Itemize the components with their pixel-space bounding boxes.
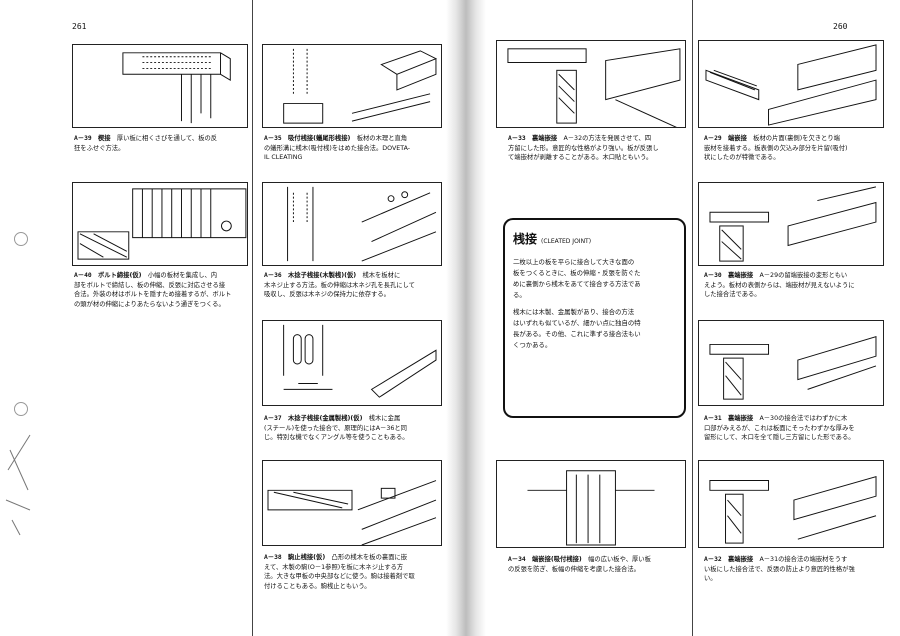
caption-title: 木捻子桟接(木製桟)(仮) <box>287 272 357 279</box>
figure-a30 <box>698 182 884 266</box>
caption-title: 楔接 <box>97 135 111 142</box>
margin-scribble <box>5 434 31 536</box>
caption-text: 厚い板に相くさびを通して、板の反 狂をふせぐ方法。 <box>74 135 218 152</box>
caption-code: A－39 <box>74 135 92 142</box>
figure-a37 <box>262 320 442 406</box>
figure-a34 <box>496 460 686 548</box>
book-gutter <box>446 0 486 636</box>
caption-code: A－35 <box>264 135 282 142</box>
caption-a32: A－32 裏端嵌接 A－31の接合法の端嵌材をうす い板にした接合法で、反張の防… <box>704 555 855 584</box>
feature-title: 桟接(CLEATED JOINT) <box>513 230 676 247</box>
column-rule <box>692 0 693 636</box>
caption-code: A－31 <box>704 415 722 422</box>
caption-text: 幅の広い板や、厚い板 の反張を防ぎ、板幅の伸縮を考慮した接合法。 <box>508 556 651 573</box>
feature-paragraph-1: 二枚以上の板を平らに接合して大きな面の 板をつくるときに、板の伸縮・反張を防ぐた… <box>513 258 641 299</box>
caption-code: A－32 <box>704 556 722 563</box>
caption-a35: A－35 吸付桟接(蟻尾形桟接) 板材の木理と直角 の蟻形溝に桟木(吸付桟)をは… <box>264 134 410 163</box>
caption-a36: A－36 木捻子桟接(木製桟)(仮) 桟木を板材に 木ネジ止する方法。板の伸縮は… <box>264 271 415 300</box>
caption-title: 駒止桟接(仮) <box>287 554 326 561</box>
caption-code: A－29 <box>704 135 722 142</box>
figure-a33 <box>496 40 686 128</box>
caption-title: 裏端嵌接 <box>727 556 754 563</box>
caption-a30: A－30 裏端嵌接 A－29の留端嵌接の変形ともい えよう。板材の表側からは、端… <box>704 271 855 300</box>
caption-code: A－40 <box>74 272 92 279</box>
caption-title: 端嵌接 <box>727 135 747 142</box>
caption-code: A－33 <box>508 135 526 142</box>
binder-hole <box>14 232 28 246</box>
caption-a33: A－33 裏端嵌接 A－32の方法を発展させて、四 方留にした形。意匠的な性格が… <box>508 134 659 163</box>
figure-a39 <box>72 44 248 128</box>
caption-text: A－32の方法を発展させて、四 方留にした形。意匠的な性格がより強い。板が反張し… <box>508 135 659 162</box>
figure-a32 <box>698 460 884 548</box>
column-rule <box>252 0 253 636</box>
caption-title: 端嵌接(吸付桟接) <box>531 556 582 563</box>
caption-text: 凸形の桟木を板の裏面に嵌 えて、木製の駒(O－1参照)を板に木ネジ止する方 法。… <box>264 554 415 590</box>
caption-a29: A－29 端嵌接 板材の片面(裏側)を欠きとり端 嵌材を接着する。板表側の欠込み… <box>704 134 847 163</box>
caption-a37: A－37 木捻子桟接(金属製桟)(仮) 桟木に金属 (スチール)を使った接合で、… <box>264 414 409 443</box>
caption-code: A－36 <box>264 272 282 279</box>
caption-code: A－37 <box>264 415 282 422</box>
caption-text: A－31の接合法の端嵌材をうす い板にした接合法で、反張の防止より意匠的性格が強… <box>704 556 855 583</box>
caption-text: A－30の接合法ではわずかに木 口部がみえるが、これは板面にそったわずかな厚みを… <box>704 415 855 442</box>
caption-code: A－34 <box>508 556 526 563</box>
feature-box-cleated-joint: 桟接(CLEATED JOINT) 二枚以上の板を平らに接合して大きな面の 板を… <box>503 218 686 418</box>
figure-a36 <box>262 182 442 266</box>
caption-title: ボルト締接(仮) <box>97 272 142 279</box>
figure-a40 <box>72 182 248 266</box>
caption-code: A－38 <box>264 554 282 561</box>
page-number-left: 261 <box>72 22 87 31</box>
feature-title-ja: 桟接 <box>513 232 538 246</box>
caption-text: A－29の留端嵌接の変形ともい えよう。板材の表側からは、端嵌材が見えないように… <box>704 272 855 299</box>
caption-title: 裏端嵌接 <box>727 272 754 279</box>
caption-text: 板材の片面(裏側)を欠きとり端 嵌材を接着する。板表側の欠込み部分を片留(吸付)… <box>704 135 848 162</box>
binder-hole <box>14 402 28 416</box>
caption-title: 裏端嵌接 <box>727 415 754 422</box>
caption-a39: A－39 楔接 厚い板に相くさびを通して、板の反 狂をふせぐ方法。 <box>74 134 217 153</box>
caption-text: 板材の木理と直角 の蟻形溝に桟木(吸付桟)をはめた接合法。DOVETA- IL … <box>264 135 411 162</box>
figure-a35 <box>262 44 442 128</box>
caption-title: 裏端嵌接 <box>531 135 558 142</box>
caption-title: 吸付桟接(蟻尾形桟接) <box>287 135 351 142</box>
feature-title-en: (CLEATED JOINT) <box>541 238 592 245</box>
caption-a31: A－31 裏端嵌接 A－30の接合法ではわずかに木 口部がみえるが、これは板面に… <box>704 414 855 443</box>
caption-code: A－30 <box>704 272 722 279</box>
figure-a38 <box>262 460 442 546</box>
figure-a29 <box>698 40 884 128</box>
caption-a34: A－34 端嵌接(吸付桟接) 幅の広い板や、厚い板 の反張を防ぎ、板幅の伸縮を考… <box>508 555 651 574</box>
figure-a31 <box>698 320 884 406</box>
caption-title: 木捻子桟接(金属製桟)(仮) <box>287 415 363 422</box>
caption-text: 小幅の板材を集成し、内 部をボルトで締結し、板の伸縮、反張に対応させる接 合法。… <box>74 272 232 308</box>
caption-text: 桟木を板材に 木ネジ止する方法。板の伸縮は木ネジ孔を長孔にして 吸収し、反張は木… <box>264 272 415 299</box>
page-number-right: 260 <box>833 22 848 31</box>
caption-a38: A－38 駒止桟接(仮) 凸形の桟木を板の裏面に嵌 えて、木製の駒(O－1参照)… <box>264 553 415 591</box>
feature-paragraph-2: 桟木には木製、金属製があり、接合の方法 はいずれも似ているが、細かい点に独自の特… <box>513 308 641 349</box>
caption-a40: A－40 ボルト締接(仮) 小幅の板材を集成し、内 部をボルトで締結し、板の伸縮… <box>74 271 231 309</box>
caption-text: 桟木に金属 (スチール)を使った接合で、原理的にはA－36と同 じ。特別な機でな… <box>264 415 409 442</box>
